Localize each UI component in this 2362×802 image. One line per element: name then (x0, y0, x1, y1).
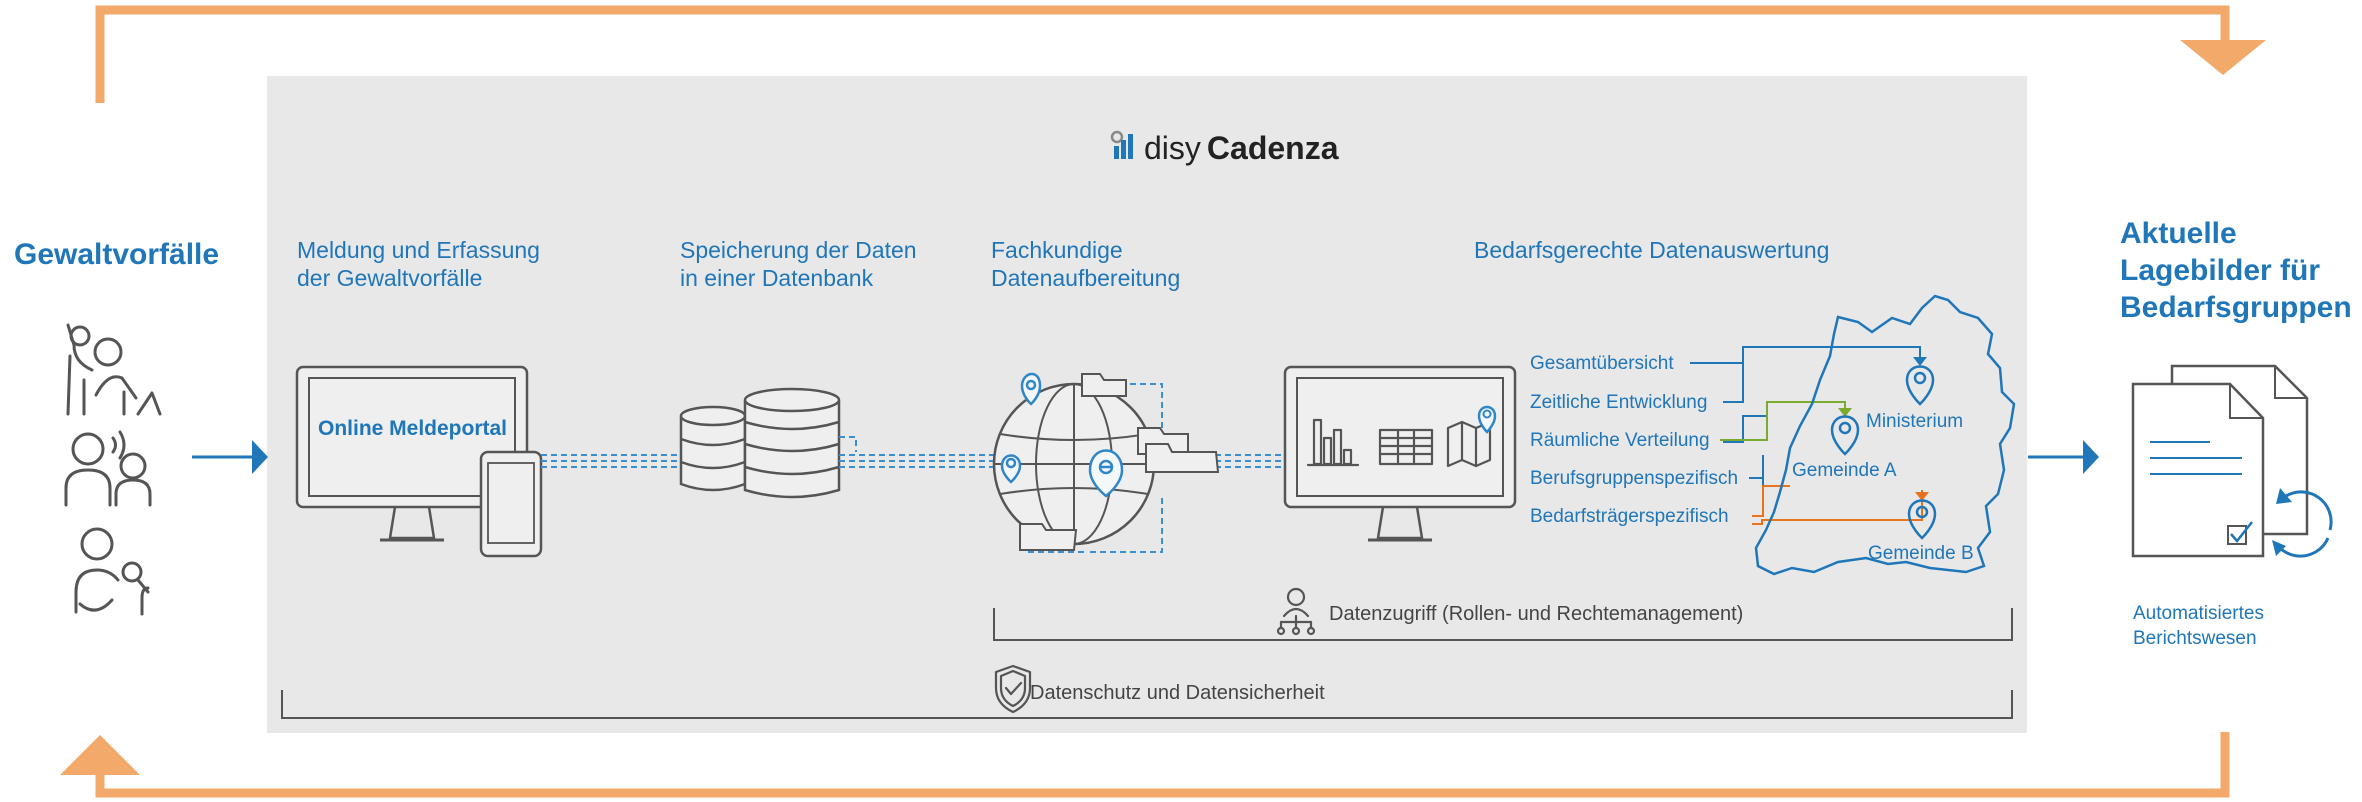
access-bracket (993, 608, 2013, 641)
reporting-label: Automatisiertes Berichtswesen (2133, 603, 2264, 649)
brand-mark-icon (1110, 130, 1133, 159)
evaluation-routes (1690, 346, 1923, 525)
evaluation-item: Berufsgruppenspezifisch (1530, 468, 1738, 489)
route-arrow-icon (1915, 492, 1929, 501)
svg-text:in einer Datenbank: in einer Datenbank (680, 265, 874, 291)
input-arrow-head-icon (252, 440, 268, 474)
place-label: Gemeinde A (1792, 460, 1897, 481)
folder-icon (1019, 373, 1220, 551)
security-bracket (281, 690, 2013, 719)
shield-icon (994, 664, 1032, 714)
chart-monitor-icon (1283, 365, 1517, 542)
monitor-icon (295, 365, 529, 542)
feedback-loop (60, 5, 2266, 798)
step-heading-processing: Fachkundige Datenaufbereitung (991, 237, 1180, 291)
access-label: Datenzugriff (Rollen- und Rechtemanageme… (1329, 603, 1743, 625)
svg-text:Bedarfsgerechte Datenauswertun: Bedarfsgerechte Datenauswertung (1474, 237, 1829, 263)
svg-text:Automatisiertes: Automatisiertes (2133, 603, 2264, 624)
route-arrow-icon (1838, 408, 1852, 417)
security-label: Datenschutz und Datensicherheit (1030, 682, 1325, 704)
location-pin-icon (1830, 365, 1937, 540)
svg-text:Aktuelle: Aktuelle (2120, 217, 2237, 250)
svg-text:der Gewaltvorfälle: der Gewaltvorfälle (297, 265, 482, 291)
map-icon (1446, 420, 1492, 468)
place-label: Gemeinde B (1868, 543, 1974, 564)
people-icon (64, 323, 162, 616)
route-arrow-icon (1913, 357, 1927, 366)
evaluation-item: Bedarfsträgerspezifisch (1530, 506, 1729, 527)
step-heading-evaluation: Bedarfsgerechte Datenauswertung (1474, 237, 1829, 263)
connector-portal-db (541, 454, 684, 468)
documents-icon (2131, 364, 2309, 558)
svg-text:Fachkundige: Fachkundige (991, 237, 1123, 263)
loop-arrow-down-icon (2180, 40, 2266, 75)
output-arrow-head-icon (2083, 440, 2099, 474)
loop-arrow-up-icon (60, 735, 140, 775)
evaluation-list: Gesamtübersicht Zeitliche Entwicklung Rä… (1530, 353, 1738, 527)
phone-icon (479, 450, 543, 558)
cadenza-panel (267, 76, 2027, 733)
svg-text:Speicherung der Daten: Speicherung der Daten (680, 237, 917, 263)
svg-text:Datenaufbereitung: Datenaufbereitung (991, 265, 1180, 291)
output-title: Aktuelle Lagebilder für Bedarfsgruppen (2120, 217, 2352, 324)
region-map (1754, 294, 2016, 576)
svg-text:Lagebilder für: Lagebilder für (2120, 254, 2320, 287)
connector-db-globe (839, 436, 994, 468)
evaluation-item: Gesamtübersicht (1530, 353, 1674, 374)
svg-text:Bedarfsgruppen: Bedarfsgruppen (2120, 291, 2352, 324)
evaluation-item: Räumliche Verteilung (1530, 430, 1710, 451)
portal-label: Online Meldeportal (318, 417, 507, 440)
svg-text:Berichtswesen: Berichtswesen (2133, 628, 2257, 649)
role-tree-icon (1276, 587, 1316, 636)
step-heading-capture: Meldung und Erfassung der Gewaltvorfälle (297, 237, 540, 291)
location-pin-icon (1000, 372, 1124, 498)
database-icon (679, 387, 841, 499)
svg-text:Meldung und Erfassung: Meldung und Erfassung (297, 237, 540, 263)
step-heading-storage: Speicherung der Daten in einer Datenbank (680, 237, 917, 291)
evaluation-item: Zeitliche Entwicklung (1530, 392, 1707, 413)
incidents-title: Gewaltvorfälle (14, 238, 219, 271)
place-label: Ministerium (1866, 411, 1963, 432)
refresh-icon (2272, 488, 2333, 558)
